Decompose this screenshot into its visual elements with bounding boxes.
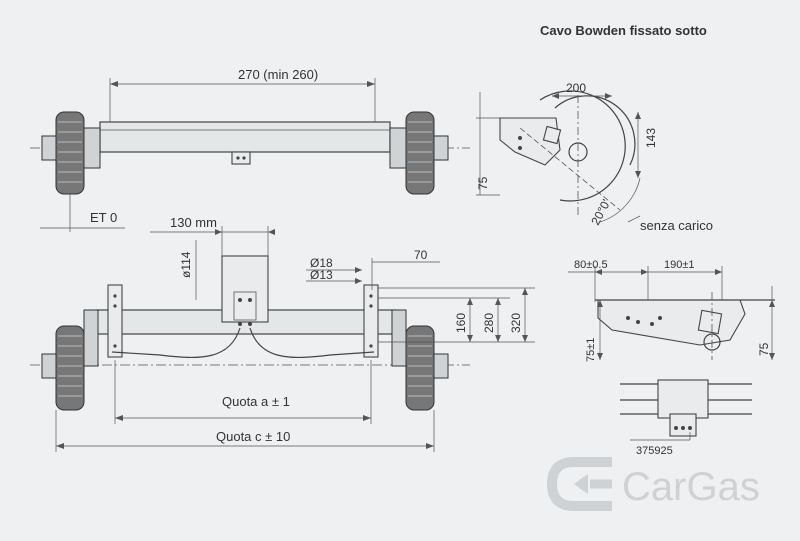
detail-view-bottom: 80±0.5 190±1 75±1 75 375925 xyxy=(568,259,775,457)
dim-et-label: ET 0 xyxy=(90,210,117,225)
dim-80-label: 80±0.5 xyxy=(574,259,608,271)
top-axle-view: 270 (min 260) ET 0 xyxy=(30,67,470,232)
dim-18-label: Ø18 xyxy=(310,256,333,270)
dim-130-label: 130 mm xyxy=(170,215,217,230)
dim-200-label: 200 xyxy=(566,81,586,95)
dim-160-label: 160 xyxy=(454,313,468,333)
top-axle-beam xyxy=(99,121,391,153)
dim-280-label: 280 xyxy=(482,313,496,333)
senza-carico-label: senza carico xyxy=(640,218,713,233)
dim-75-right-label: 75 xyxy=(757,342,771,356)
top-left-wheel xyxy=(41,111,101,195)
angle-label: 20°0' xyxy=(588,197,613,228)
drawing-title: Cavo Bowden fissato sotto xyxy=(540,23,707,38)
quota-c-label: Quota c ± 10 xyxy=(216,429,290,444)
dim-320-label: 320 xyxy=(509,313,523,333)
bottom-axle-view: 130 mm ø114 Ø18 Ø13 70 160 280 320 Quota… xyxy=(30,215,535,452)
dim-13-label: Ø13 xyxy=(310,268,333,282)
dim-114-label: ø114 xyxy=(179,251,193,278)
side-view-top: 75 200 143 20°0' senza carico xyxy=(476,81,713,233)
dim-75pm-label: 75±1 xyxy=(585,338,597,362)
dim-143-label: 143 xyxy=(644,128,658,148)
top-right-wheel xyxy=(389,111,449,195)
dim-270-label: 270 (min 260) xyxy=(238,67,318,82)
bottom-right-wheel xyxy=(391,309,449,411)
dim-75-top-label: 75 xyxy=(476,176,490,190)
cargas-logo-text: CarGas xyxy=(622,465,760,509)
dim-190-label: 190±1 xyxy=(664,259,695,271)
bottom-left-wheel xyxy=(41,309,99,411)
cargas-logo-icon xyxy=(546,457,612,511)
quota-a-label: Quota a ± 1 xyxy=(222,394,290,409)
cargas-logo: CarGas xyxy=(546,457,760,511)
part-number-label: 375925 xyxy=(636,445,673,457)
dim-70-label: 70 xyxy=(414,248,428,262)
